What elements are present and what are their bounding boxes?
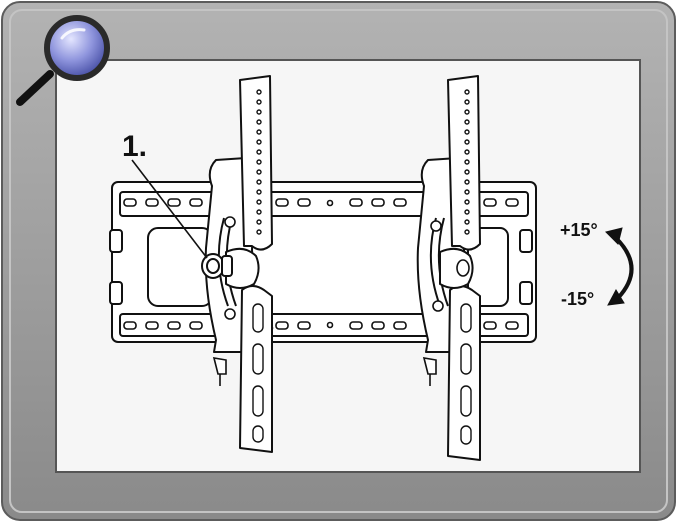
tilt-down-label: -15° <box>561 289 594 309</box>
right-tilt-screws <box>422 220 470 386</box>
callout-leader-line <box>131 159 208 259</box>
tilt-knob <box>201 253 233 279</box>
callout-number: 1. <box>122 130 147 163</box>
left-tilt-screws <box>212 216 236 386</box>
bottom-rail-slots <box>123 321 519 332</box>
panel-frame-bevel <box>9 9 668 513</box>
curved-arrow-icon <box>605 227 634 306</box>
right-arm-holes <box>460 89 472 445</box>
magnifier-icon <box>16 15 110 106</box>
left-arm-holes <box>252 89 264 443</box>
left-tilt-bracket <box>204 75 273 453</box>
tilt-up-label: +15° <box>560 220 598 240</box>
